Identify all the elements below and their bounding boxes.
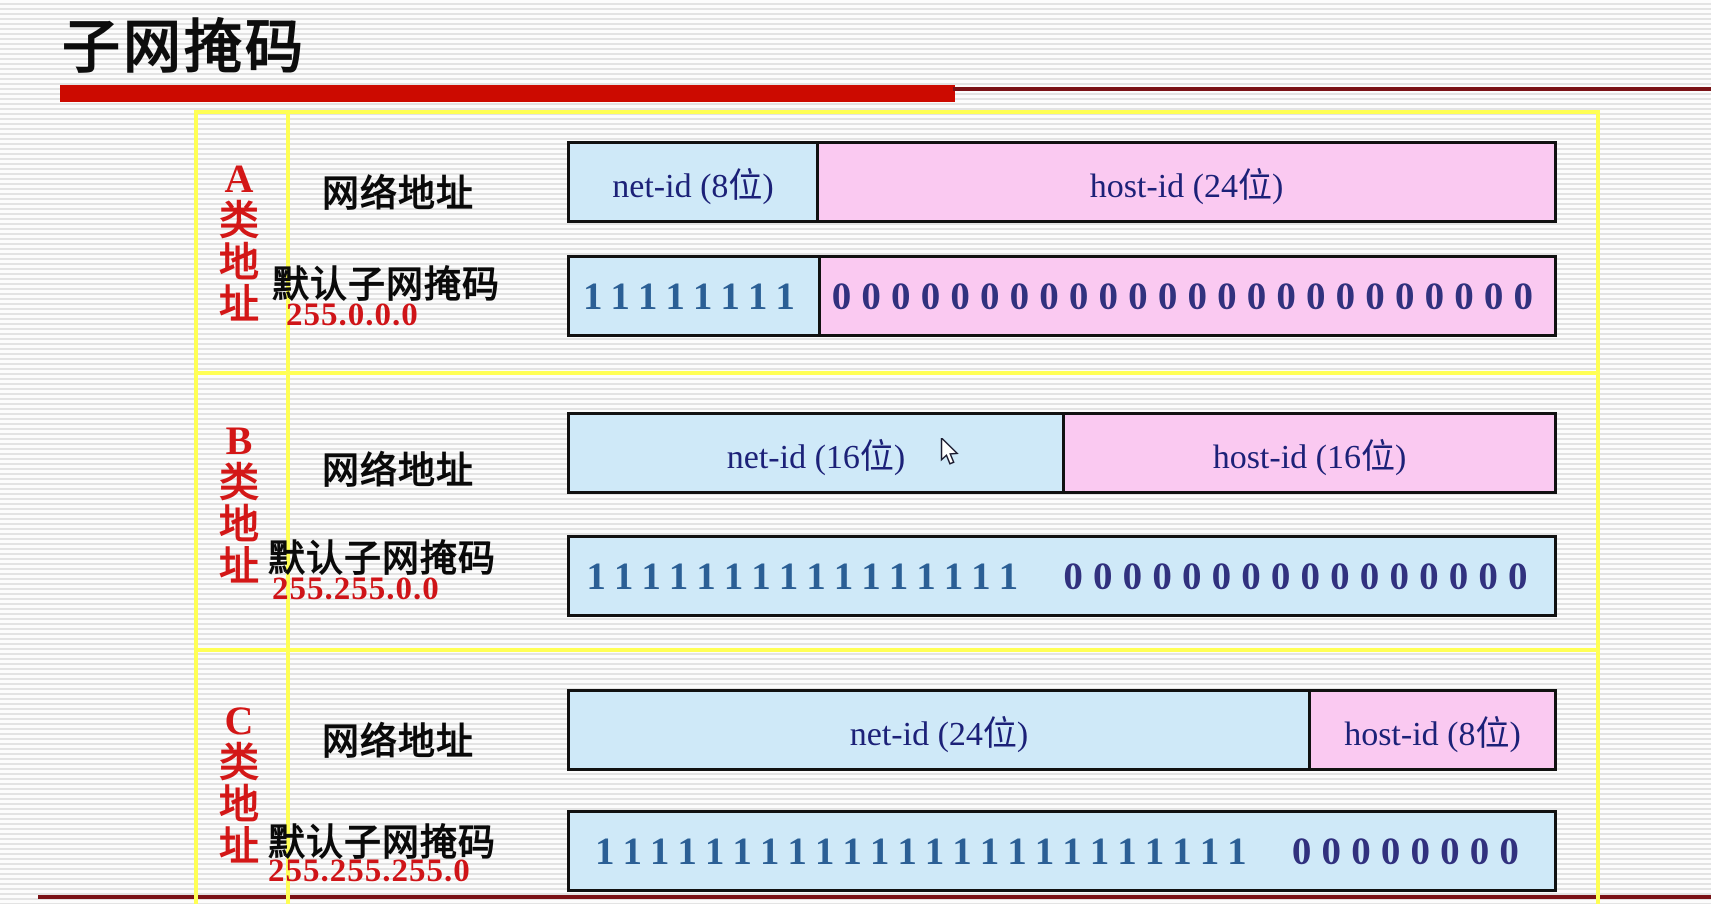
class-c-mask-row-label: 默认子网掩码: [268, 822, 496, 863]
top-divider-line: [953, 87, 1711, 91]
class-a-mask-bar: 11111111 000000000000000000000000: [567, 255, 1557, 337]
class-b-mask-zeros: 0000000000000000: [1063, 554, 1538, 598]
class-b-label: B类地址: [219, 418, 259, 589]
class-c-mask-value: 255.255.255.0: [268, 853, 471, 889]
class-b-mask-value: 255.255.0.0: [272, 571, 440, 607]
class-c-mask-ones: 111111111111111111111111: [594, 829, 1257, 873]
class-a-net-id-text: net-id (8位): [612, 167, 774, 205]
class-c-mask-zeros: 00000000: [1291, 829, 1530, 873]
title-underline-bar: [60, 85, 955, 102]
class-a-net-id-box: net-id (8位): [570, 144, 816, 220]
class-a-mask-value: 255.0.0.0: [286, 297, 419, 333]
class-c-address-bar: net-id (24位) host-id (8位): [567, 689, 1557, 771]
frame-inner-line: [286, 110, 290, 904]
bottom-divider-line: [38, 895, 1711, 899]
frame-top-line: [194, 110, 1600, 114]
class-a-label: A类地址: [219, 156, 259, 327]
frame-right-line: [1596, 110, 1600, 904]
class-c-host-id-text: host-id (8位): [1344, 715, 1521, 753]
page-title: 子网掩码: [62, 15, 307, 80]
class-b-mask-ones: 1111111111111111: [586, 554, 1029, 598]
class-a-network-row-label: 网络地址: [322, 173, 474, 214]
mouse-cursor-icon: [940, 436, 959, 472]
class-c-mask-bits-box: 111111111111111111111111 00000000: [570, 813, 1554, 889]
class-b-net-id-box: net-id (16位): [570, 415, 1062, 491]
class-c-network-row-label: 网络地址: [322, 721, 474, 762]
class-a-host-id-box: host-id (24位): [816, 144, 1554, 220]
class-c-net-id-text: net-id (24位): [849, 715, 1029, 753]
class-c-label: C类地址: [219, 698, 259, 869]
class-a-mask-ones: 11111111: [582, 274, 805, 318]
class-b-mask-row-label: 默认子网掩码: [268, 538, 496, 579]
class-a-mask-ones-box: 11111111: [570, 258, 818, 334]
class-a-mask-row-label: 默认子网掩码: [272, 264, 500, 305]
frame-separator-a-b: [194, 371, 1600, 375]
class-a-address-bar: net-id (8位) host-id (24位): [567, 141, 1557, 223]
class-a-host-id-text: host-id (24位): [1089, 167, 1284, 205]
class-b-host-id-text: host-id (16位): [1212, 438, 1407, 476]
class-b-mask-bar: 1111111111111111 0000000000000000: [567, 535, 1557, 617]
class-b-net-id-text: net-id (16位): [726, 438, 906, 476]
class-c-host-id-box: host-id (8位): [1308, 692, 1554, 768]
frame-left-line: [194, 110, 198, 904]
class-b-mask-bits-box: 1111111111111111 0000000000000000: [570, 538, 1554, 614]
class-b-host-id-box: host-id (16位): [1062, 415, 1554, 491]
frame-separator-b-c: [194, 648, 1600, 652]
class-b-address-bar: net-id (16位) host-id (16位): [567, 412, 1557, 494]
class-b-network-row-label: 网络地址: [322, 450, 474, 491]
class-c-mask-bar: 111111111111111111111111 00000000: [567, 810, 1557, 892]
class-a-mask-zeros: 000000000000000000000000: [831, 274, 1544, 318]
class-a-mask-zeros-box: 000000000000000000000000: [817, 258, 1554, 334]
class-c-net-id-box: net-id (24位): [570, 692, 1308, 768]
